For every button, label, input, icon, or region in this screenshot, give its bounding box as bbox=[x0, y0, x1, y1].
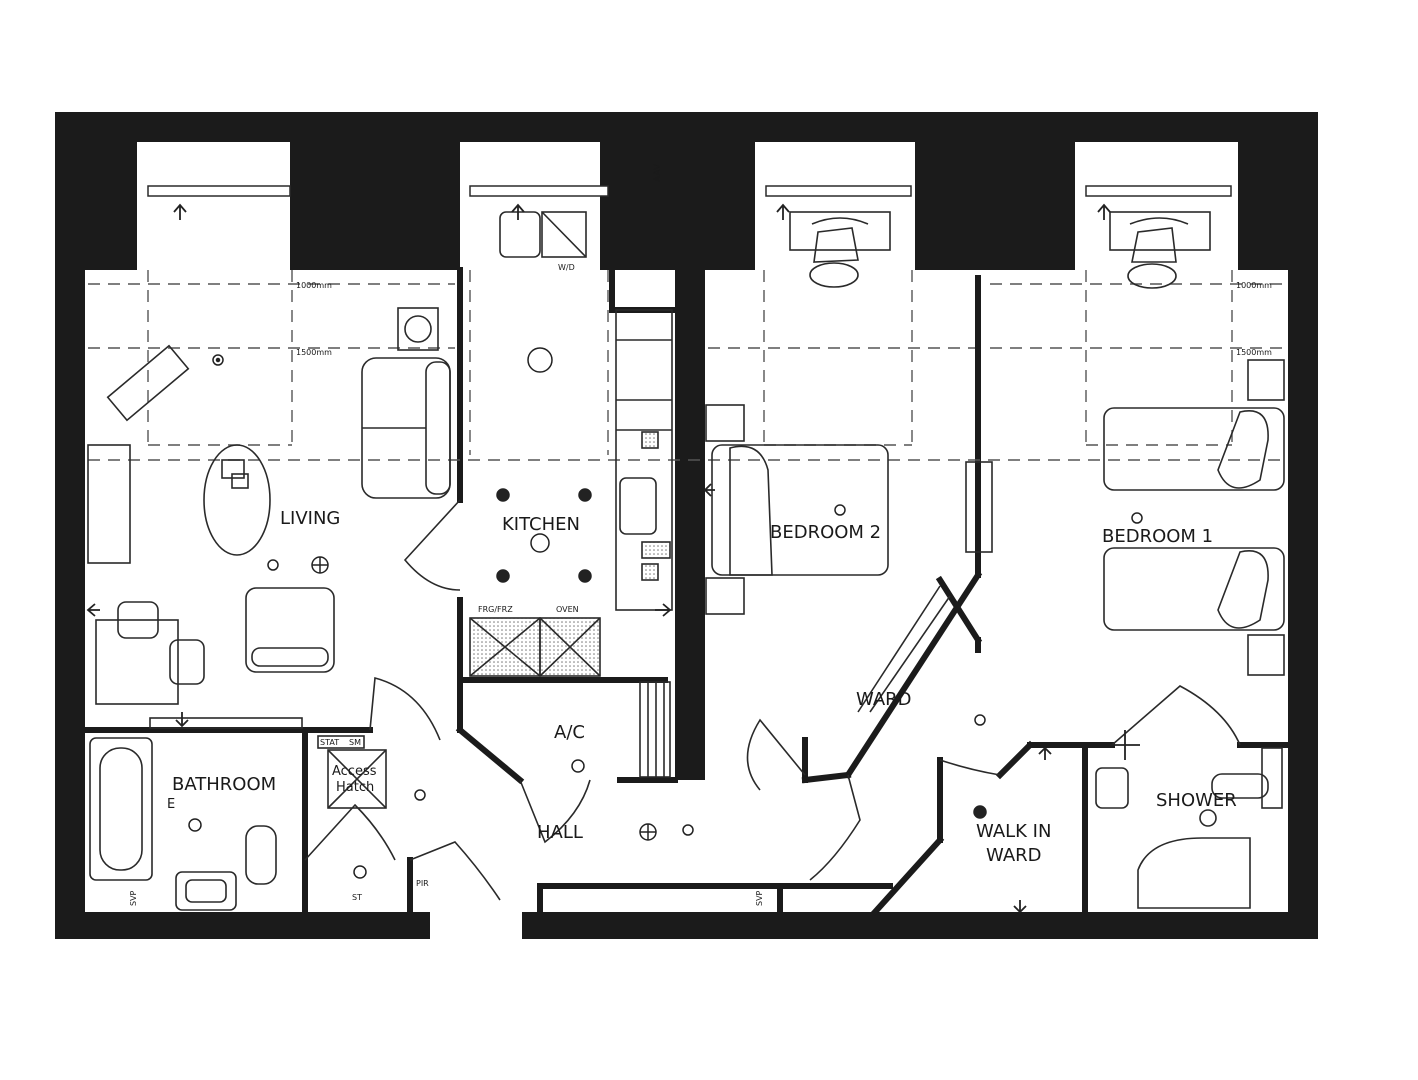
oven-label: OVEN bbox=[556, 605, 579, 614]
washer-dryer-label: W/D bbox=[558, 263, 575, 272]
svp-label-hall: SVP bbox=[755, 890, 764, 906]
table-icon bbox=[203, 444, 271, 556]
light-fitting-icon bbox=[353, 865, 367, 879]
doors bbox=[304, 499, 1241, 901]
dimension-label-bed1-1000: 1000mm bbox=[1236, 281, 1272, 290]
switch-markers bbox=[86, 203, 1140, 914]
access-hatch-label-2: Hatch bbox=[336, 780, 374, 795]
dimension-label-living-1000: 1000mm bbox=[296, 281, 332, 290]
room-label-walk-in-ward-line1: WALK IN bbox=[976, 821, 1051, 842]
light-fitting-icon bbox=[834, 504, 846, 516]
walls bbox=[55, 112, 1318, 939]
extract-label: E bbox=[167, 797, 175, 812]
armchair-icon bbox=[245, 587, 335, 673]
svp-label-bath: SVP bbox=[129, 890, 138, 906]
room-label-bathroom: BATHROOM bbox=[172, 774, 276, 795]
room-label-shower: SHOWER bbox=[1156, 790, 1237, 811]
st-label: ST bbox=[352, 893, 362, 902]
kitchen-sink-icon bbox=[499, 211, 541, 258]
room-label-living: LIVING bbox=[280, 508, 340, 529]
spot-light-icon bbox=[496, 488, 510, 502]
thermostat-icon bbox=[571, 759, 585, 773]
service-symbols bbox=[188, 347, 1143, 879]
shower-tray-icon bbox=[1137, 837, 1251, 909]
chair-icon-bed2 bbox=[813, 227, 859, 263]
room-label-bedroom-1: BEDROOM 1 bbox=[1102, 526, 1213, 547]
room-labels: LIVING KITCHEN BEDROOM 2 BEDROOM 1 BATHR… bbox=[172, 508, 1237, 866]
internal-walls bbox=[82, 267, 1291, 917]
speaker-icon bbox=[397, 307, 439, 351]
basin-icon bbox=[175, 871, 237, 911]
wardrobe-icon-bed2 bbox=[965, 461, 993, 553]
room-label-kitchen: KITCHEN bbox=[502, 514, 580, 535]
light-fitting-icon bbox=[188, 818, 202, 832]
light-fitting-icon bbox=[414, 789, 426, 801]
chair-icon-bed1 bbox=[1131, 227, 1177, 263]
room-label-walk-in-ward-line2: WARD bbox=[986, 845, 1042, 866]
shower-toilet-icon bbox=[1211, 773, 1269, 799]
bed-icon-bed2 bbox=[711, 444, 889, 576]
room-label-bedroom-2: BEDROOM 2 bbox=[770, 522, 881, 543]
light-fitting-icon bbox=[974, 714, 986, 726]
desk-icon-bed2 bbox=[789, 211, 891, 251]
annotation-labels: Access Hatch STAT SM PIR FRG/FRZ OVEN W/… bbox=[129, 163, 1272, 906]
light-fitting-icon bbox=[267, 559, 279, 571]
cabinet-icon bbox=[87, 444, 131, 564]
hob-icon bbox=[619, 477, 657, 535]
furniture bbox=[87, 211, 1285, 911]
dimension-label-bed1-1500: 1500mm bbox=[1236, 348, 1272, 357]
desk-icon bbox=[106, 344, 190, 422]
smoke-detector-icon bbox=[527, 347, 553, 373]
light-fitting-icon bbox=[212, 354, 224, 366]
desk-icon-bed1 bbox=[1109, 211, 1211, 251]
room-label-hall: HALL bbox=[537, 822, 583, 843]
room-label-ac: A/C bbox=[554, 722, 585, 743]
shower-basin-icon bbox=[1095, 767, 1129, 809]
fridge-freezer-label: FRG/FRZ bbox=[478, 605, 513, 614]
light-fitting-icon bbox=[973, 805, 987, 819]
aav-label: AAV bbox=[653, 163, 663, 182]
sm-label: SM bbox=[349, 738, 361, 747]
fan-icon bbox=[530, 533, 550, 553]
dimension-label-living-1500: 1500mm bbox=[296, 348, 332, 357]
stat-label: STAT bbox=[320, 738, 339, 747]
bath-icon bbox=[89, 737, 153, 881]
light-fitting-icon bbox=[1131, 512, 1143, 524]
pir-label: PIR bbox=[416, 879, 429, 888]
bed-icon-bed1-a bbox=[1103, 407, 1285, 491]
access-hatch-label-1: Access bbox=[332, 764, 377, 779]
bed-icon-bed1-b bbox=[1103, 547, 1285, 631]
light-fitting-icon bbox=[682, 824, 694, 836]
windows bbox=[147, 185, 1232, 197]
toilet-icon bbox=[245, 825, 277, 885]
room-label-ward: WARD bbox=[856, 689, 912, 710]
dining-table-icon bbox=[95, 619, 179, 705]
